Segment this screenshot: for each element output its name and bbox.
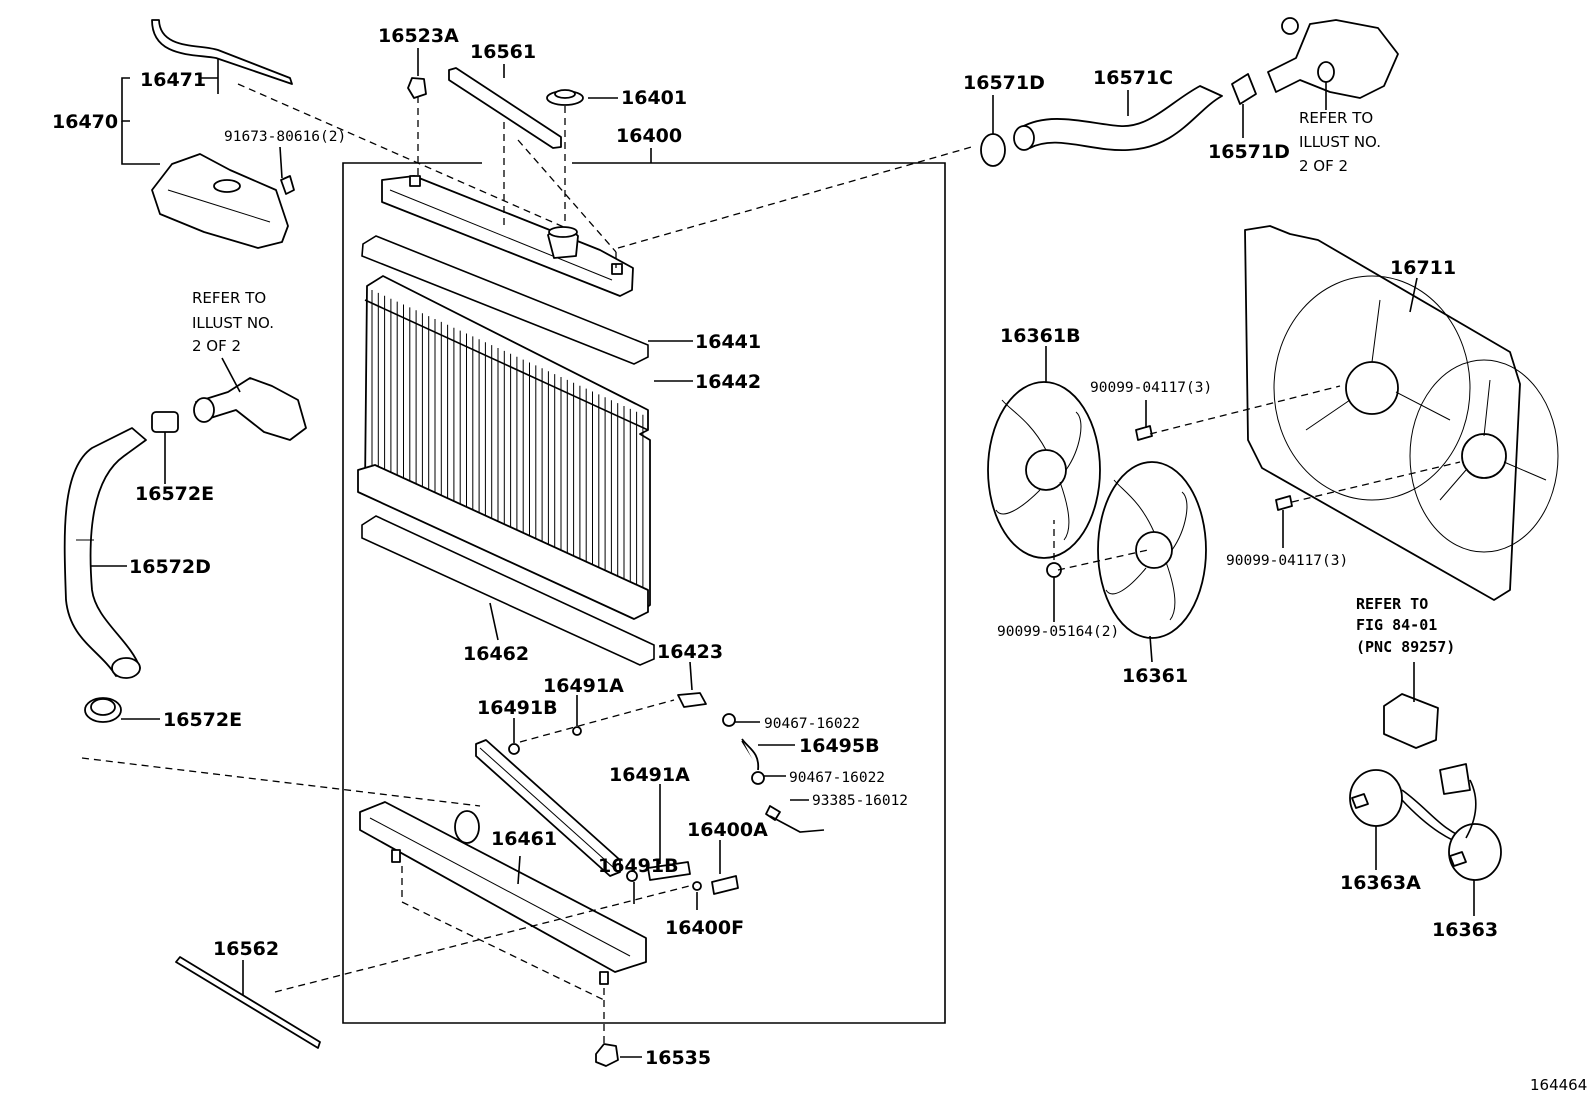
- leader-lines: [90, 48, 1475, 1058]
- label-91673-80616: 91673-80616(2): [224, 129, 346, 145]
- label-16423: 16423: [657, 641, 723, 663]
- bolt-91673: [280, 175, 295, 195]
- illustration-id: 164464: [1530, 1076, 1587, 1094]
- refer-right-line2: ILLUST NO.: [1299, 133, 1381, 151]
- radiator-assembly-box: [342, 162, 946, 1024]
- fan-motor-16363A-icon: [1349, 769, 1471, 849]
- label-16363: 16363: [1432, 919, 1498, 941]
- refer-note-right: REFER TO ILLUST NO. 2 OF 2: [1299, 109, 1381, 175]
- label-16491A-lower: 16491A: [609, 764, 690, 786]
- label-16471: 16471: [140, 69, 206, 91]
- label-16711: 16711: [1390, 257, 1456, 279]
- refer-fig-line2: FIG 84-01: [1356, 616, 1437, 634]
- label-16571D-right: 16571D: [1208, 141, 1290, 163]
- clamp-16572E-lower: [84, 697, 122, 723]
- fan-motor-16363-icon: [1448, 823, 1502, 881]
- label-93385-16012: 93385-16012: [812, 793, 908, 809]
- label-16572D: 16572D: [129, 556, 211, 578]
- label-90099-04117-right: 90099-04117(3): [1226, 553, 1348, 569]
- seal-16561: [448, 67, 562, 149]
- core-fins: [371, 290, 644, 605]
- radiator-lower-frame: [357, 464, 649, 620]
- label-16400F: 16400F: [665, 917, 744, 939]
- label-16491A-upper: 16491A: [543, 675, 624, 697]
- cushion-16523A: [407, 77, 427, 99]
- upper-hose-16571C: [1013, 85, 1223, 151]
- refer-right-line1: REFER TO: [1299, 109, 1373, 127]
- fittings: [508, 692, 825, 895]
- label-16361B: 16361B: [1000, 325, 1081, 347]
- label-90467-16022-upper: 90467-16022: [764, 716, 860, 732]
- refer-note-left: REFER TO ILLUST NO. 2 OF 2: [192, 289, 274, 393]
- label-16535: 16535: [645, 1047, 711, 1069]
- water-outlet-right: [1267, 17, 1399, 99]
- lower-hose-16572D: [63, 427, 147, 679]
- fan-blade-16361B-icon: [987, 381, 1101, 559]
- fan-relay-icon: [1383, 693, 1477, 839]
- label-16470: 16470: [52, 111, 118, 133]
- label-16523A: 16523A: [378, 25, 459, 47]
- label-16561: 16561: [470, 41, 536, 63]
- label-16495B: 16495B: [799, 735, 880, 757]
- radiator-cap-icon: [546, 89, 584, 259]
- label-16571C: 16571C: [1093, 67, 1173, 89]
- clamp-16571D-right: [1231, 73, 1257, 105]
- label-16572E-lower: 16572E: [163, 709, 242, 731]
- label-16491B-upper: 16491B: [477, 697, 558, 719]
- label-16401: 16401: [621, 87, 687, 109]
- refer-left-line3: 2 OF 2: [192, 337, 241, 355]
- clamp-16572E-upper: [151, 411, 179, 433]
- fan-blade-16361-icon: [1097, 461, 1207, 639]
- refer-note-fig: REFER TO FIG 84-01 (PNC 89257): [1356, 595, 1455, 656]
- refer-left-line2: ILLUST NO.: [192, 314, 274, 332]
- label-16571D-left: 16571D: [963, 72, 1045, 94]
- refer-fig-line3: (PNC 89257): [1356, 638, 1455, 656]
- refer-left-line1: REFER TO: [192, 289, 266, 307]
- label-16442: 16442: [695, 371, 761, 393]
- label-16562: 16562: [213, 938, 279, 960]
- label-16400A: 16400A: [687, 819, 768, 841]
- radiator-lower-tank: [359, 801, 647, 985]
- lower-gasket-16462: [361, 515, 655, 666]
- label-16361: 16361: [1122, 665, 1188, 687]
- label-16363A: 16363A: [1340, 872, 1421, 894]
- upper-gasket-16441: [361, 235, 649, 365]
- radiator-core: [364, 275, 651, 615]
- refer-fig-line1: REFER TO: [1356, 595, 1428, 613]
- fan-bolts: [1046, 425, 1293, 578]
- seal-16562: [175, 956, 321, 1049]
- water-outlet-left: [193, 377, 307, 441]
- reservoir-tank-icon: [151, 19, 293, 249]
- fan-shroud-icon: [1244, 225, 1559, 601]
- part-labels: 16470 16471 91673-80616(2) 16523A 16561 …: [52, 25, 1498, 1069]
- label-16491B-lower: 16491B: [598, 855, 679, 877]
- radiator-upper-tank: [381, 175, 634, 297]
- label-16572E-upper: 16572E: [135, 483, 214, 505]
- refer-right-line3: 2 OF 2: [1299, 157, 1348, 175]
- dashed-guides: [81, 83, 1461, 1044]
- label-16400: 16400: [616, 125, 682, 147]
- side-seal-strip: [475, 739, 621, 877]
- label-16441: 16441: [695, 331, 761, 353]
- clamp-16571D-left: [980, 133, 1006, 167]
- label-16461: 16461: [491, 828, 557, 850]
- label-90467-16022-lower: 90467-16022: [789, 770, 885, 786]
- label-90099-05164: 90099-05164(2): [997, 624, 1119, 640]
- cushion-16535: [595, 1043, 619, 1067]
- label-90099-04117-top: 90099-04117(3): [1090, 380, 1212, 396]
- label-16462: 16462: [463, 643, 529, 665]
